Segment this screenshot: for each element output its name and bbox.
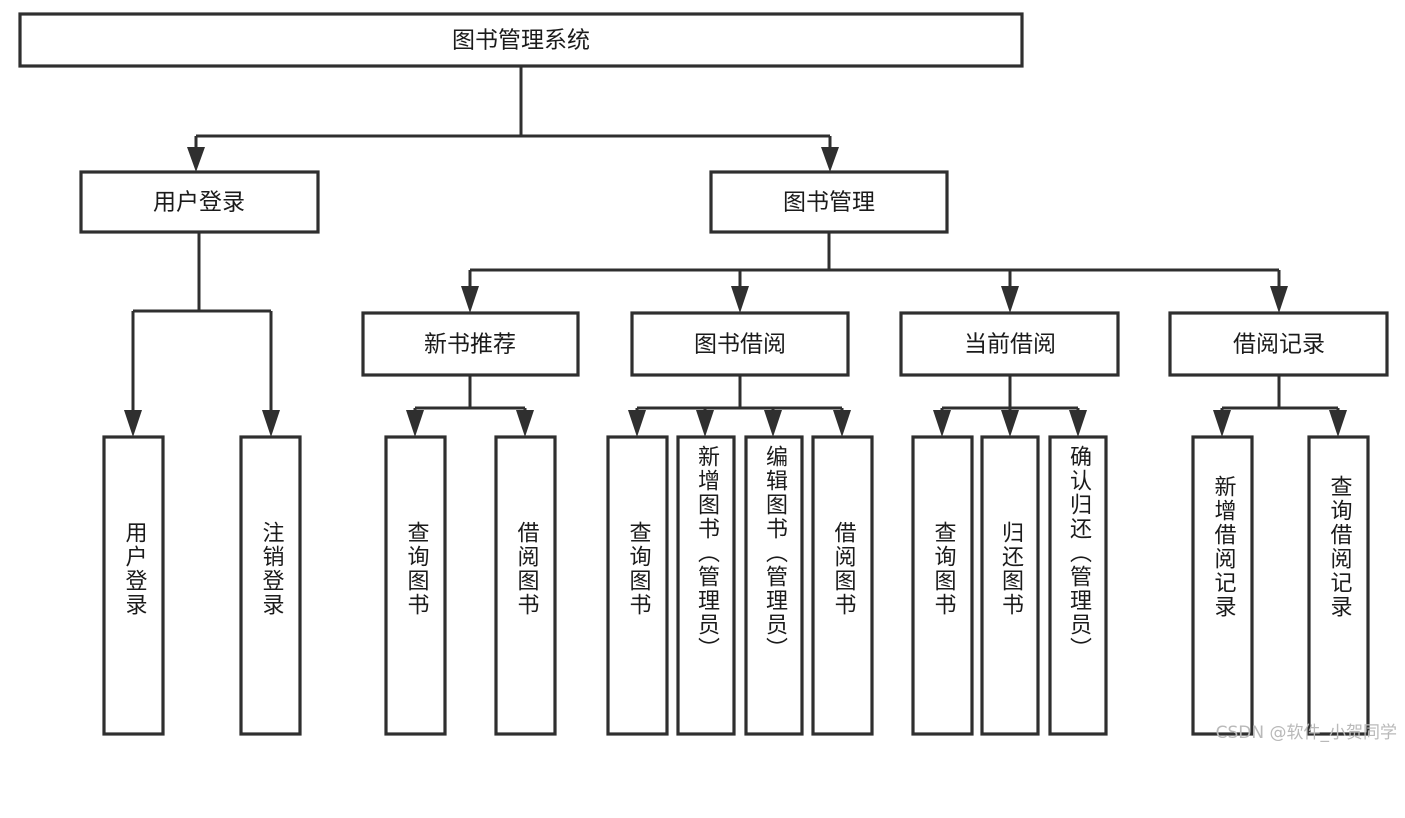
node-book-borrow-rect[interactable] [630, 311, 850, 377]
node-user-login[interactable]: 用户登录 [79, 170, 320, 234]
node-book-manage-rect[interactable] [709, 170, 949, 234]
arrow-to-borrow-record [1270, 286, 1288, 313]
node-book-borrow-label: 图书借阅 [694, 332, 786, 358]
arrow-to-user-login [187, 147, 205, 172]
node-title-label: 图书管理系统 [452, 28, 590, 54]
node-new-book-recommend-rect[interactable] [361, 311, 580, 377]
org-chart-svg: 图书管理系统 用户登录 图书管理 新书推荐 图书借阅 当前借阅 借阅记录 [18, 12, 1389, 736]
node-new-book-recommend-label: 新书推荐 [424, 332, 516, 358]
leaf-user-login-rect[interactable] [102, 435, 165, 736]
arrow-leaf-borrow-book-2 [833, 410, 851, 437]
node-borrow-record[interactable]: 借阅记录 [1168, 311, 1389, 377]
node-user-login-rect[interactable] [79, 170, 320, 234]
leaf-add-record-rect[interactable] [1191, 435, 1254, 736]
watermark: CSDN @软件_小贺同学 [1215, 723, 1397, 743]
arrow-leaf-user-login [124, 410, 142, 437]
arrow-leaf-add-book [696, 410, 714, 437]
arrow-leaf-add-record [1213, 410, 1231, 437]
leaf-edit-book-rect[interactable] [744, 435, 804, 736]
leaf-confirm-return-rect[interactable] [1048, 435, 1108, 736]
connectors [124, 66, 1347, 437]
arrow-to-new-book-recommend [461, 286, 479, 313]
leaf-return-book-rect[interactable] [980, 435, 1040, 736]
arrow-to-current-borrow [1001, 286, 1019, 313]
leaf-add-book-rect[interactable] [676, 435, 736, 736]
arrow-leaf-edit-book [764, 410, 782, 437]
arrow-to-book-manage [821, 147, 839, 172]
node-borrow-record-label: 借阅记录 [1233, 332, 1325, 358]
leaf-query-record-rect[interactable] [1307, 435, 1370, 736]
node-book-manage[interactable]: 图书管理 [709, 170, 949, 234]
diagram-canvas: 图书管理系统 用户登录 图书管理 新书推荐 图书借阅 当前借阅 借阅记录 [18, 12, 1397, 743]
node-borrow-record-rect[interactable] [1168, 311, 1389, 377]
node-current-borrow[interactable]: 当前借阅 [899, 311, 1120, 377]
arrow-leaf-query-book-1 [406, 410, 424, 437]
leaf-borrow-book-1-rect[interactable] [494, 435, 557, 736]
node-new-book-recommend[interactable]: 新书推荐 [361, 311, 580, 377]
node-title-rect[interactable] [18, 12, 1024, 68]
node-book-manage-label: 图书管理 [783, 190, 875, 216]
arrow-leaf-confirm-return [1069, 410, 1087, 437]
leaf-query-book-1-rect[interactable] [384, 435, 447, 736]
node-book-borrow[interactable]: 图书借阅 [630, 311, 850, 377]
arrow-leaf-query-record [1329, 410, 1347, 437]
arrow-leaf-return-book [1001, 410, 1019, 437]
arrow-leaf-query-book-2 [628, 410, 646, 437]
node-title[interactable]: 图书管理系统 [18, 12, 1024, 68]
node-current-borrow-rect[interactable] [899, 311, 1120, 377]
leaf-query-book-2-rect[interactable] [606, 435, 669, 736]
leaf-nodes [102, 435, 1370, 736]
arrow-leaf-query-book-3 [933, 410, 951, 437]
leaf-query-book-3-rect[interactable] [911, 435, 974, 736]
arrow-leaf-borrow-book-1 [516, 410, 534, 437]
arrow-leaf-logout-login [262, 410, 280, 437]
node-current-borrow-label: 当前借阅 [964, 332, 1056, 358]
leaf-borrow-book-2-rect[interactable] [811, 435, 874, 736]
leaf-logout-login-rect[interactable] [239, 435, 302, 736]
arrow-to-book-borrow [731, 286, 749, 313]
node-user-login-label: 用户登录 [153, 190, 245, 216]
